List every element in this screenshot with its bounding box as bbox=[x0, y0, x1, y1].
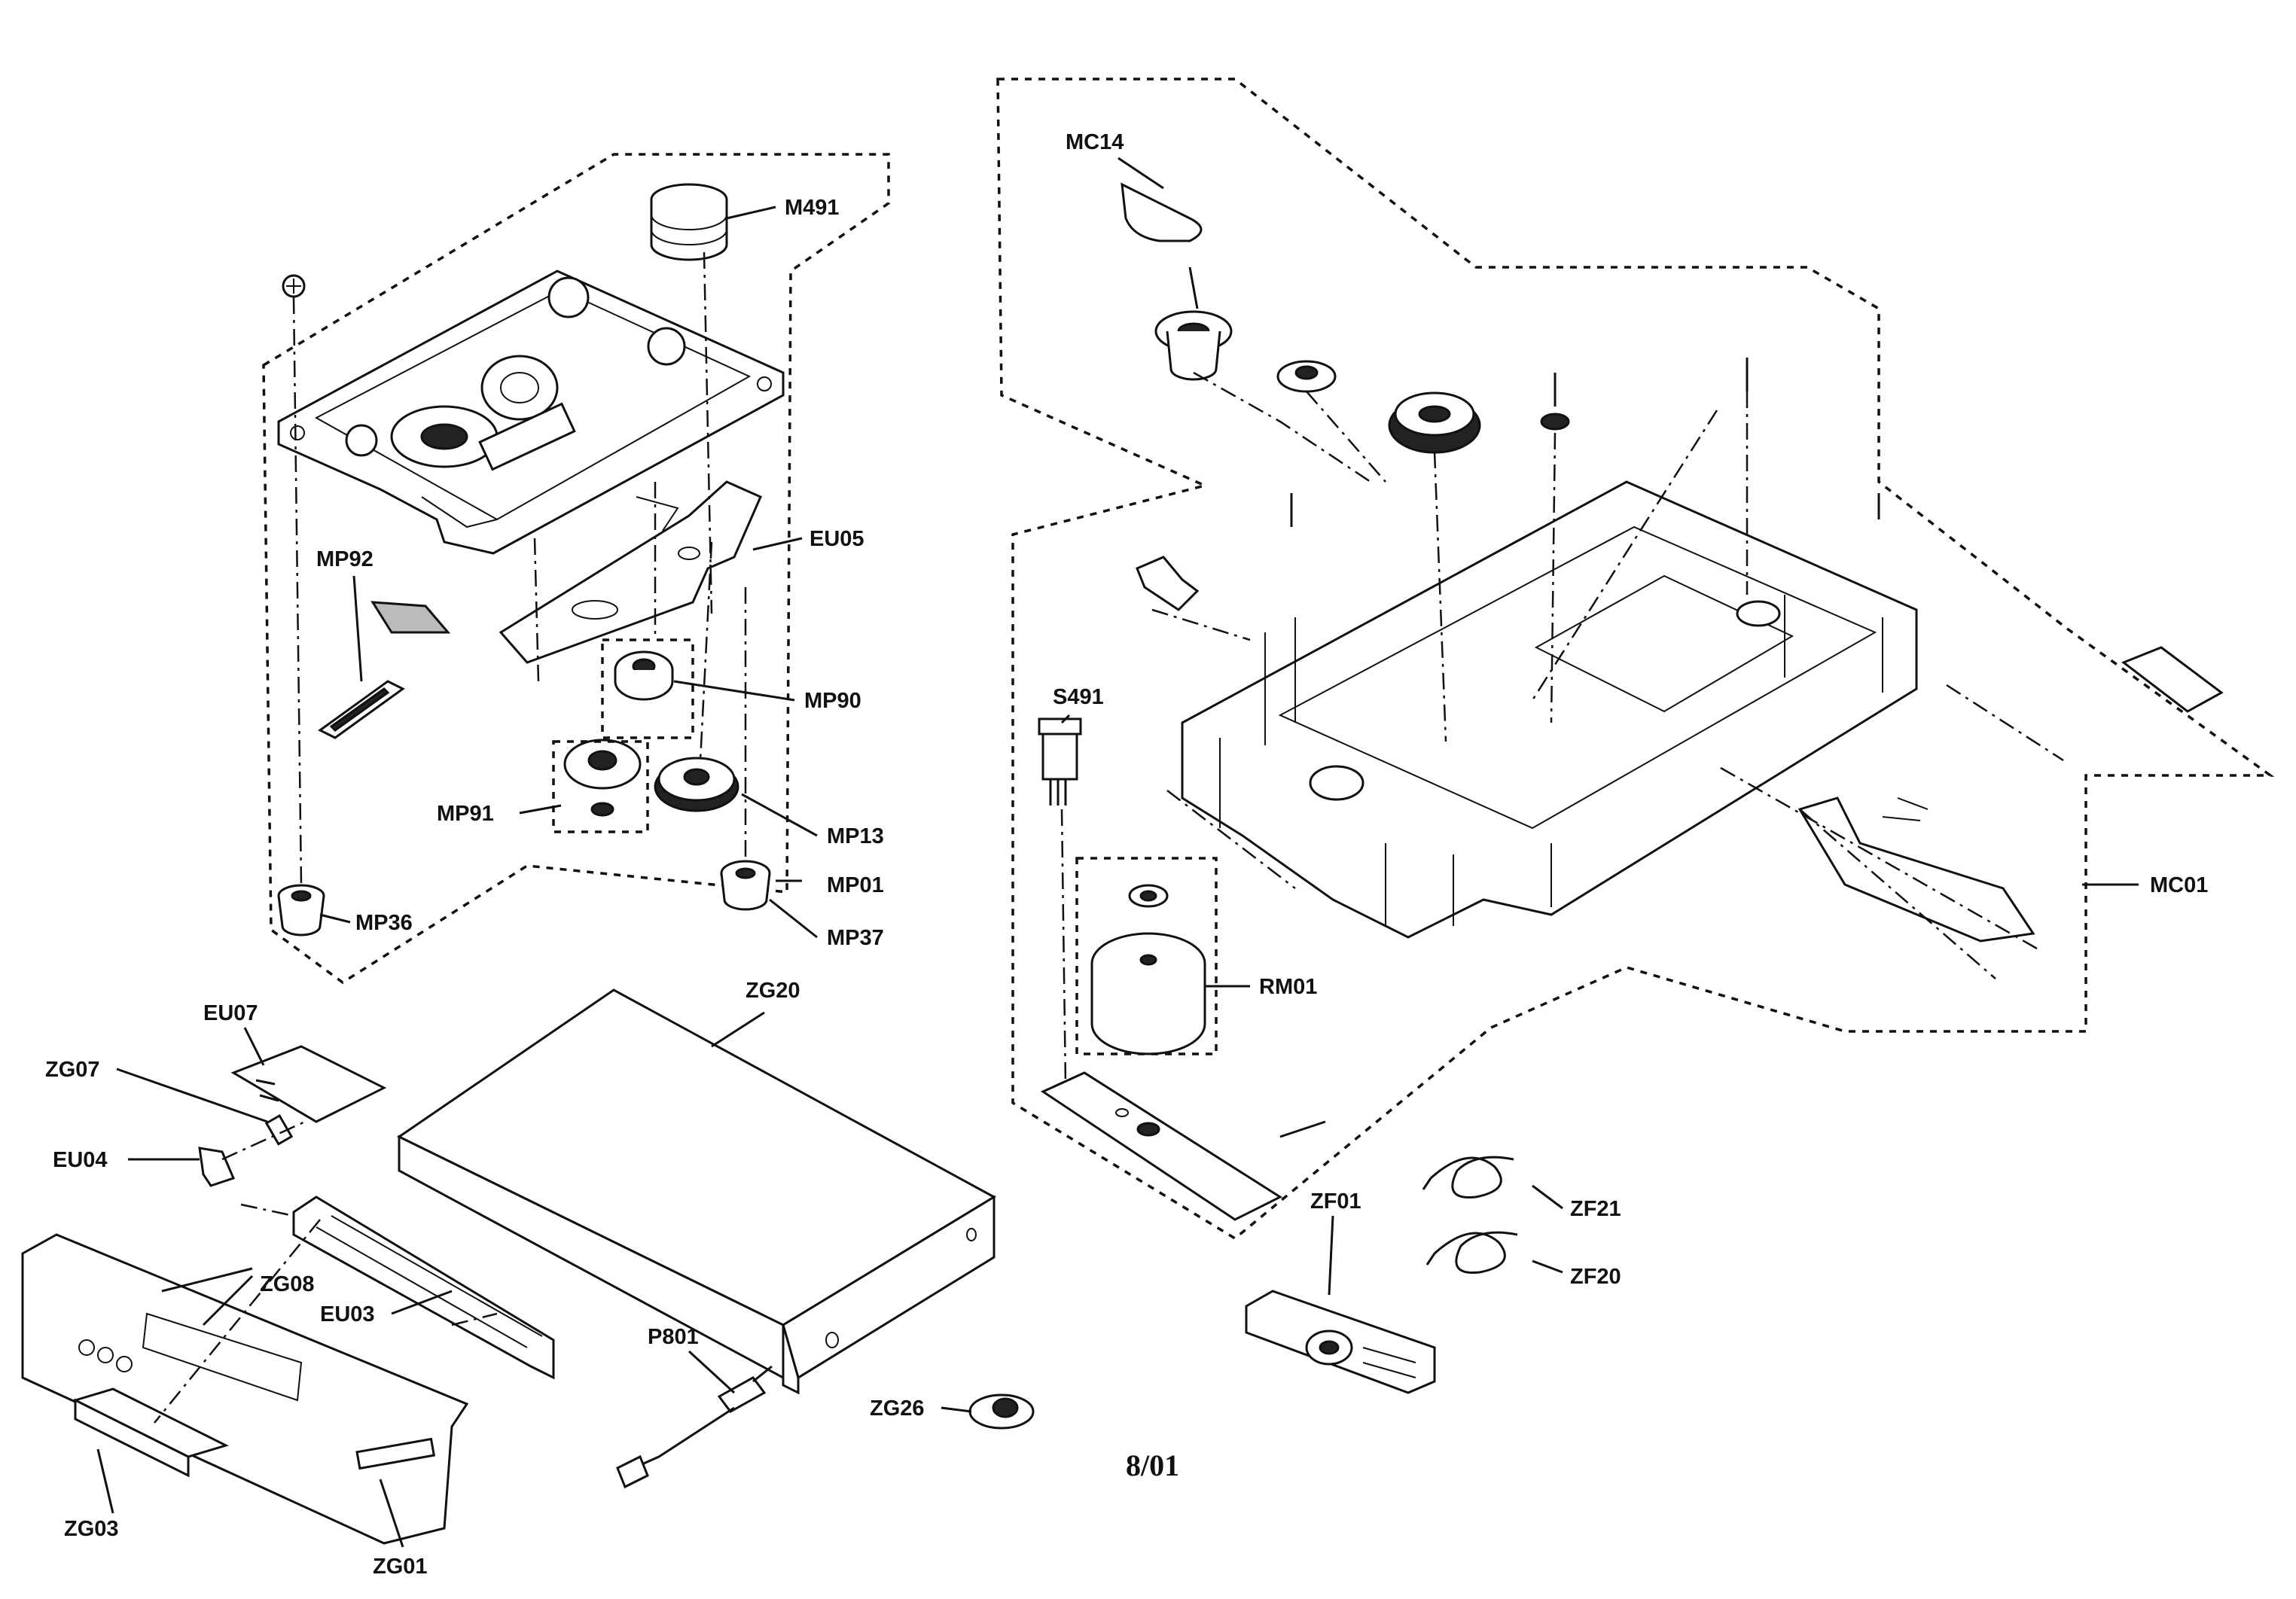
loader-frame-part bbox=[1181, 480, 1918, 939]
label-mc01: MC01 bbox=[2150, 873, 2208, 897]
loader-assembly-group bbox=[996, 78, 2275, 1241]
label-zg08: ZG08 bbox=[260, 1272, 315, 1296]
label-mp92: MP92 bbox=[316, 547, 374, 571]
pcb-eu03-part bbox=[292, 1195, 555, 1380]
label-mp90: MP90 bbox=[804, 689, 861, 713]
loader-axis-lines bbox=[1060, 371, 2064, 1085]
label-zg03: ZG03 bbox=[64, 1517, 119, 1541]
traverse-assembly-boundary bbox=[262, 153, 890, 985]
front-panel-axis-lines bbox=[154, 1120, 498, 1424]
assembly-axis-lines bbox=[292, 251, 747, 885]
washer-part bbox=[1540, 413, 1570, 431]
gear-mp90-boundary bbox=[601, 638, 694, 739]
part-labels: M491 EU05 MP92 MP90 MP91 MP13 MP01 MP36 … bbox=[45, 130, 2208, 1579]
screw-top-left-part bbox=[282, 274, 306, 298]
power-cord-part bbox=[616, 1365, 773, 1489]
label-zf21: ZF21 bbox=[1570, 1197, 1621, 1221]
pulley-mp37-part bbox=[720, 860, 771, 911]
label-mp01: MP01 bbox=[827, 873, 884, 897]
label-mc14: MC14 bbox=[1066, 130, 1124, 154]
label-zf01: ZF01 bbox=[1310, 1189, 1361, 1214]
cable-zf21-part bbox=[1422, 1156, 1514, 1199]
gear-mp90-part bbox=[614, 650, 674, 701]
belt-part bbox=[1121, 182, 1203, 242]
ribbon-cable-part bbox=[370, 601, 451, 634]
spindle-motor-part bbox=[650, 183, 728, 261]
gear-mp13-part bbox=[654, 757, 739, 812]
pulley-mp36-part bbox=[277, 884, 325, 937]
label-m491: M491 bbox=[785, 196, 840, 220]
label-eu07: EU07 bbox=[203, 1001, 258, 1025]
bracket-plate-part bbox=[1040, 1071, 1326, 1221]
gear-mp91-boundary bbox=[552, 740, 649, 833]
knob-zg07-part bbox=[264, 1113, 294, 1146]
label-rm01: RM01 bbox=[1259, 975, 1317, 999]
traverse-assembly-group bbox=[262, 153, 890, 985]
label-zg20: ZG20 bbox=[746, 979, 800, 1003]
label-eu04: EU04 bbox=[53, 1148, 108, 1172]
gear-mp91-part bbox=[563, 739, 642, 817]
tray-slider-part bbox=[1797, 796, 2035, 943]
label-eu03: EU03 bbox=[320, 1302, 375, 1326]
date-stamp: 8/01 bbox=[1126, 1448, 1179, 1482]
remote-control-part bbox=[1245, 1290, 1436, 1394]
label-mp13: MP13 bbox=[827, 824, 884, 848]
pcb-plate-part bbox=[499, 480, 762, 664]
label-zg26: ZG26 bbox=[870, 1396, 925, 1421]
pcb-eu07-part bbox=[230, 1045, 387, 1123]
label-s491: S491 bbox=[1053, 685, 1104, 709]
label-zg01: ZG01 bbox=[373, 1555, 428, 1579]
switch-part bbox=[1038, 717, 1082, 806]
screws-part bbox=[1290, 358, 1880, 527]
gear-large-part bbox=[1388, 391, 1481, 454]
label-mp36: MP36 bbox=[355, 911, 413, 935]
front-panel-group bbox=[21, 988, 1518, 1545]
cabinet-cover-part bbox=[397, 988, 997, 1395]
loader-assembly-boundary bbox=[996, 78, 2275, 1241]
traverse-chassis-part bbox=[277, 270, 785, 555]
connector-part bbox=[318, 680, 405, 739]
tray-clip-part bbox=[2121, 646, 2224, 713]
pulley-top-part bbox=[1154, 266, 1233, 381]
label-eu05: EU05 bbox=[810, 527, 864, 551]
motor-rm01-part bbox=[1090, 884, 1206, 1055]
gear-small-part bbox=[1276, 360, 1337, 393]
label-mp37: MP37 bbox=[827, 926, 884, 950]
latch-arm-part bbox=[1136, 556, 1200, 611]
cable-zf20-part bbox=[1425, 1231, 1518, 1275]
motor-rm01-boundary bbox=[1075, 857, 1218, 1055]
label-p801: P801 bbox=[648, 1325, 699, 1349]
bracket-eu04-part bbox=[198, 1147, 236, 1187]
label-zg07: ZG07 bbox=[45, 1058, 100, 1082]
leader-lines bbox=[96, 157, 2139, 1548]
cable-clamp-zg26-part bbox=[968, 1393, 1035, 1430]
trim-bar-zg03-side bbox=[74, 1398, 190, 1478]
label-zf20: ZF20 bbox=[1570, 1265, 1621, 1289]
label-mp91: MP91 bbox=[437, 802, 494, 826]
